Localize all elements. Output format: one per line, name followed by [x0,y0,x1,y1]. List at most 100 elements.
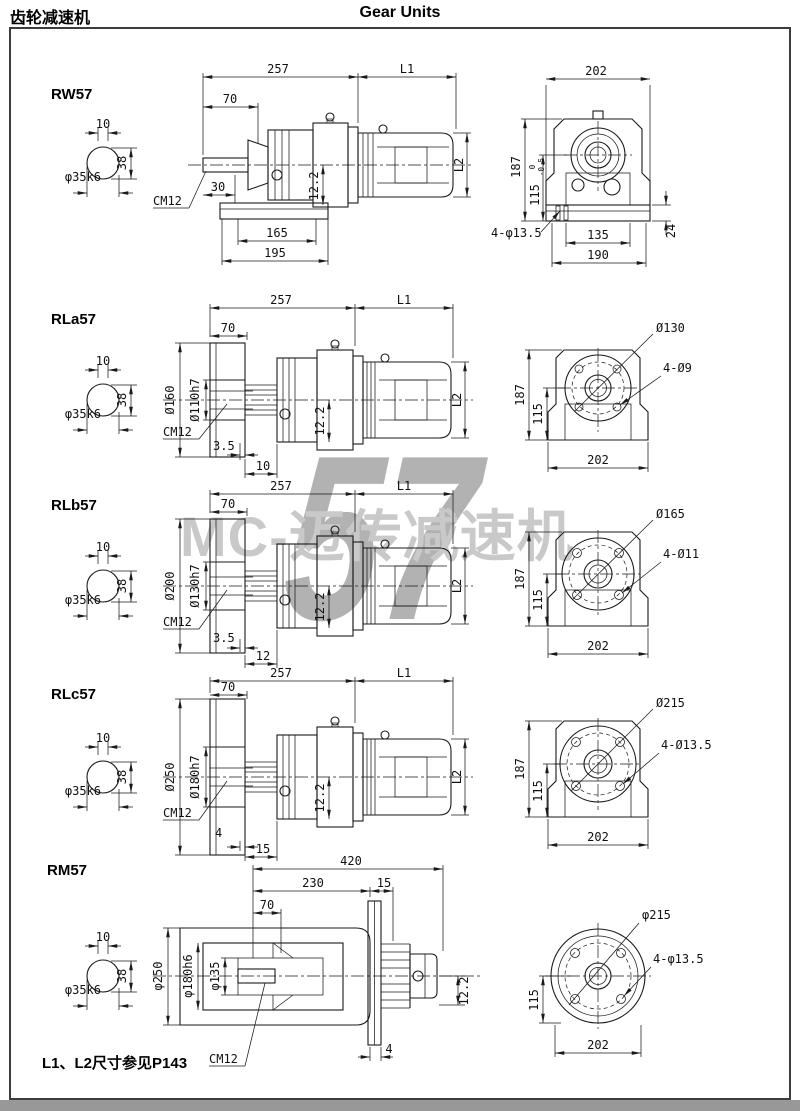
drawing-border [9,27,791,1100]
dim-202: 202 [587,639,609,653]
dim-holes: 4-Ø9 [663,361,692,375]
section-rw57: RW57 10 38 φ35k6 [13,55,790,292]
dim-195: 195 [264,246,286,260]
dim-165: 165 [266,226,288,240]
dim-flange-circle: φ215 [642,908,671,922]
dim-holes: 4-Ø13.5 [661,738,712,752]
rm57-side-view: φ250 φ180h6 φ135 420 230 15 70 [151,854,483,1067]
dim-gap: 3.5 [213,439,235,453]
dim-24: 24 [664,224,678,238]
dim-l1: L1 [397,666,411,680]
dim-115: 115 [531,780,545,802]
dim-key-depth: 38 [115,969,129,983]
dim-420: 420 [340,854,362,868]
dim-stub: 10 [256,459,270,473]
dim-cm12: CM12 [153,194,182,208]
dim-190: 190 [587,248,609,262]
dim-gap: 3.5 [213,631,235,645]
dim-cm12: CM12 [209,1052,238,1066]
dim-cm12: CM12 [163,615,192,629]
rla57-end-view: Ø130 4-Ø9 187 115 202 [513,321,692,472]
dim-key-width: 10 [96,540,110,554]
dim-l1: L1 [397,293,411,307]
dim-115: 115 [531,589,545,611]
dim-bore: Ø110h7 [188,378,202,421]
dim-shaft-dia: φ35k6 [65,983,101,997]
dim-12-2: 12.2 [313,784,327,813]
dim-12-2: 12.2 [307,172,321,201]
dim-187: 187 [513,568,527,590]
rla57-shaft-detail: 10 38 φ35k6 [65,354,137,434]
dim-dia-mid: φ180h6 [181,954,195,997]
rw57-shaft-detail: 10 38 φ35k6 [65,117,137,197]
dim-70: 70 [221,680,235,694]
dim-l1: L1 [400,62,414,76]
dim-115: 115 [527,989,541,1011]
dim-stub: 15 [256,842,270,856]
dim-l1: L1 [397,479,411,493]
dim-115: 115 [528,184,542,206]
rw57-end-view: 202 187 115 0 -0.5 4-φ13.5 135 190 24 [491,64,678,267]
dim-key-width: 10 [96,930,110,944]
model-label: RLb57 [51,497,97,514]
footer-note: L1、L2尺寸参见P143 [42,1055,188,1072]
dim-257: 257 [270,293,292,307]
dim-cm12: CM12 [163,425,192,439]
dim-4: 4 [385,1042,392,1056]
dim-shaft-dia: φ35k6 [65,170,101,184]
model-label: RLc57 [51,686,96,703]
dim-202: 202 [587,830,609,844]
dim-shaft-dia: φ35k6 [65,784,101,798]
dim-115-tol-lo: -0.5 [537,158,546,176]
dim-115-tol-hi: 0 [528,164,537,169]
rm57-shaft-detail: 10 38 φ35k6 [65,930,137,1010]
dim-230: 230 [302,876,324,890]
dim-l2: L2 [450,770,464,784]
section-rlc57: RLc57 10 38 φ35k6 Ø180h7 Ø250 [13,665,790,865]
dim-30: 30 [211,180,225,194]
dim-257: 257 [270,479,292,493]
section-rm57: RM57 10 38 φ35k6 φ250 [13,853,790,1093]
rlb57-side-view: Ø130h7 Ø200 257 L1 70 C [163,479,473,668]
dim-15: 15 [377,876,391,890]
dim-l2: L2 [450,579,464,593]
rlc57-end-view: Ø215 4-Ø13.5 187 115 202 [513,696,712,849]
dim-holes: 4-Ø11 [663,547,699,561]
dim-12-2: 12.2 [313,407,327,436]
dim-flange: Ø160 [163,386,177,415]
rlc57-side-view: Ø180h7 Ø250 257 L1 70 C [163,666,473,861]
dim-202: 202 [585,64,607,78]
dim-cm12: CM12 [163,806,192,820]
dim-shaft-dia: φ35k6 [65,407,101,421]
dim-202: 202 [587,1038,609,1052]
dim-flange: Ø250 [163,763,177,792]
rm57-end-view: φ215 4-φ13.5 115 202 [527,908,704,1057]
dim-187: 187 [509,156,523,178]
dim-187: 187 [513,384,527,406]
dim-key-width: 10 [96,117,110,131]
dim-shaft-dia: φ35k6 [65,593,101,607]
dim-key-width: 10 [96,731,110,745]
dim-70: 70 [221,497,235,511]
dim-key-depth: 38 [115,770,129,784]
dim-12-2: 12.2 [313,593,327,622]
dim-key-width: 10 [96,354,110,368]
page-title-en: Gear Units [359,4,441,21]
dim-l2: L2 [450,393,464,407]
dim-dia-outer: φ250 [151,962,165,991]
dim-bore: Ø130h7 [188,564,202,607]
dim-flange: Ø200 [163,572,177,601]
dim-key-depth: 38 [115,579,129,593]
dim-135: 135 [587,228,609,242]
dim-bore: Ø180h7 [188,755,202,798]
dim-12-2: 12.2 [457,977,471,1006]
dim-flange-circle: Ø215 [656,696,685,710]
dim-holes: 4-φ13.5 [653,952,704,966]
section-rla57: RLa57 10 38 φ35k6 Ø110h7 Ø160 [13,292,790,485]
model-label: RM57 [47,862,87,879]
dim-key-depth: 38 [115,156,129,170]
dim-257: 257 [267,62,289,76]
dim-holes: 4-φ13.5 [491,226,542,240]
dim-115: 115 [531,403,545,425]
page-title-cn: 齿轮减速机 [10,10,91,27]
